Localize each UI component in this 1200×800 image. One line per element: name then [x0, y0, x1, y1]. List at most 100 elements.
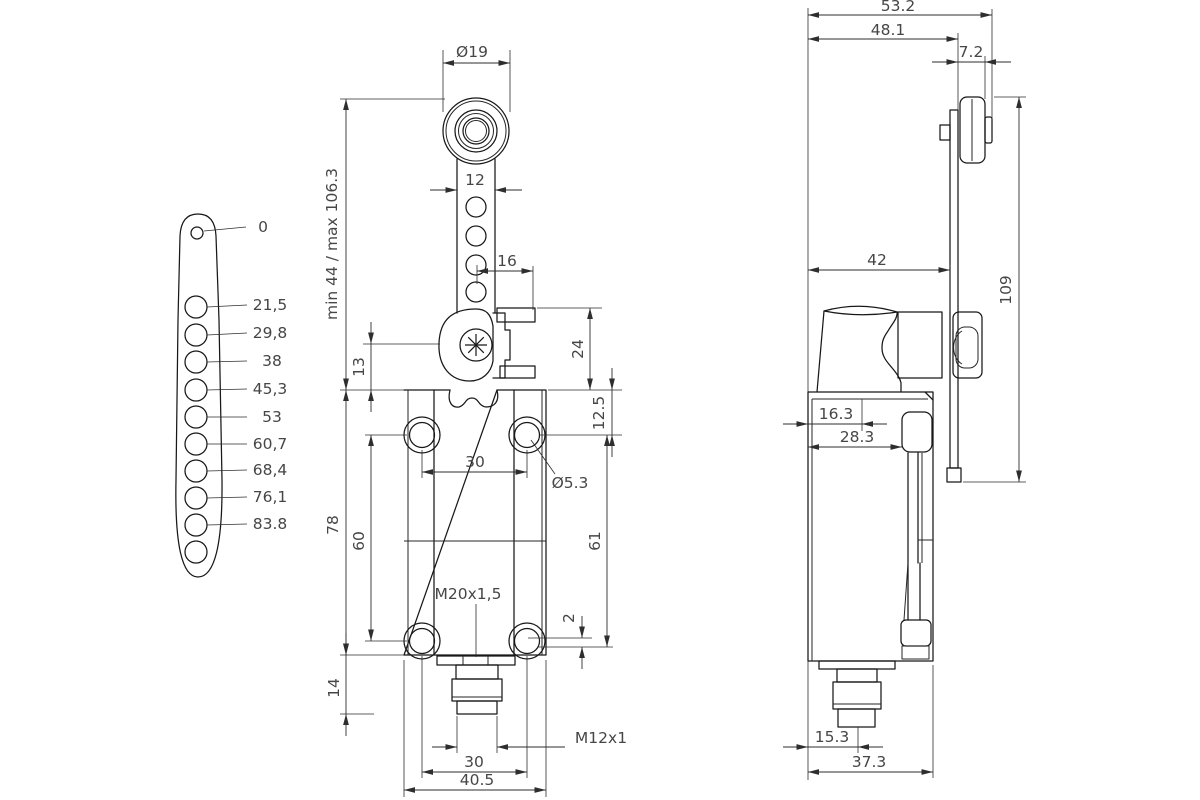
svg-text:M12x1: M12x1 — [575, 729, 627, 747]
svg-text:12.5: 12.5 — [590, 396, 608, 431]
dim-body-height: 78 — [324, 390, 404, 656]
svg-text:109: 109 — [997, 275, 1015, 305]
svg-text:M20x1,5: M20x1,5 — [435, 585, 502, 603]
mount-hole — [408, 627, 436, 655]
svg-text:40.5: 40.5 — [460, 771, 495, 789]
dim-connector-length: 14 — [325, 633, 374, 736]
lever-hole — [184, 295, 208, 319]
svg-text:min 44 / max 106.3: min 44 / max 106.3 — [323, 168, 341, 320]
dim-conduit-center-offset: 16.3 — [783, 399, 887, 431]
svg-text:30: 30 — [465, 453, 485, 471]
svg-text:60: 60 — [350, 531, 368, 551]
lever-label-3: 38 — [262, 352, 282, 370]
dim-head-depth: 42 — [808, 251, 951, 312]
dim-connector-thread: M12x1 — [432, 716, 627, 753]
svg-text:78: 78 — [324, 515, 342, 535]
lever-hole — [184, 540, 208, 564]
lever-hole — [184, 486, 208, 510]
svg-text:42: 42 — [867, 251, 887, 269]
dim-mount-spacing-y-left: 60 — [350, 434, 407, 642]
lever-hole-leaders — [203, 226, 248, 526]
lever-hole — [184, 513, 208, 537]
roller-lip — [984, 116, 993, 144]
svg-text:13: 13 — [350, 357, 368, 377]
mount-hole — [513, 627, 541, 655]
svg-text:2: 2 — [560, 613, 578, 623]
svg-text:12: 12 — [465, 171, 485, 189]
lever-hole-0 — [190, 226, 204, 240]
svg-text:Ø5.3: Ø5.3 — [552, 474, 589, 492]
roller-front — [442, 97, 510, 165]
svg-text:37.3: 37.3 — [852, 753, 887, 771]
plunger-boot — [448, 389, 499, 408]
dim-overall-height: 109 — [963, 96, 1026, 483]
dim-body-width: 40.5 — [403, 660, 547, 797]
clamp-screw-head — [459, 328, 493, 362]
svg-text:14: 14 — [325, 678, 343, 698]
clamp-tab-top — [496, 307, 536, 323]
lever-arm-side — [939, 96, 993, 483]
lever-hole — [184, 405, 208, 429]
lever-label-8: 76,1 — [253, 488, 288, 506]
dim-body-depth: 37.3 — [808, 665, 934, 778]
svg-text:16.3: 16.3 — [819, 405, 854, 423]
dim-clamp-face-offset: 28.3 — [808, 428, 902, 450]
dim-connector-hole-spacing: 30 — [421, 656, 528, 778]
svg-text:15.3: 15.3 — [815, 728, 850, 746]
pivot-clamp-side — [897, 311, 983, 379]
clamp-tab-bottom — [499, 365, 536, 379]
svg-text:48.1: 48.1 — [871, 21, 906, 39]
dim-hole-edge-offset: 2 — [528, 613, 592, 669]
connector-front — [436, 655, 516, 715]
mount-hole — [408, 421, 436, 449]
lever-plate-outline — [175, 213, 223, 578]
clamp-boss-upper — [901, 411, 933, 453]
lever-label-6: 60,7 — [253, 435, 288, 453]
svg-text:Ø19: Ø19 — [456, 43, 488, 61]
mount-hole — [513, 421, 541, 449]
dim-mount-spacing-y-right: 61 — [538, 435, 613, 648]
lever-label-7: 68,4 — [253, 461, 288, 479]
dim-depth-to-lever-face: 48.1 — [808, 21, 959, 110]
side-view: 53.2 48.1 7.2 42 109 — [783, 0, 1026, 780]
lever-plate-detail: 0 21,5 29,8 38 45,3 53 60,7 68,4 76,1 83… — [175, 213, 288, 578]
lever-label-1: 21,5 — [253, 296, 288, 314]
pivot-clamp — [438, 307, 536, 382]
dim-roller-width: 7.2 — [932, 43, 1011, 99]
arm-plate — [949, 109, 959, 469]
lever-label-2: 29,8 — [253, 324, 288, 342]
svg-text:61: 61 — [586, 531, 604, 551]
clamp-boss-lower — [900, 619, 932, 647]
svg-text:24: 24 — [569, 339, 587, 359]
connector-side — [818, 660, 896, 728]
svg-text:28.3: 28.3 — [840, 428, 875, 446]
lever-hole — [184, 459, 208, 483]
lever-hole — [184, 323, 208, 347]
lever-label-5: 53 — [262, 408, 282, 426]
lever-hole — [184, 350, 208, 374]
front-view: Ø19 12 16 min 44 / max 106.3 13 — [323, 43, 627, 797]
svg-text:7.2: 7.2 — [959, 43, 984, 61]
clamp-cap — [952, 311, 983, 379]
dim-mount-hole-dia: Ø5.3 — [530, 439, 589, 492]
arm-plate-foot — [946, 467, 962, 483]
dim-pivot-to-body: 13 — [350, 322, 440, 412]
switch-body-front — [403, 389, 547, 660]
screw-star-icon — [465, 334, 487, 356]
lever-hole — [184, 432, 208, 456]
lever-label-0: 0 — [258, 218, 268, 236]
dim-conduit-thread: M20x1,5 — [435, 585, 502, 657]
lever-hole — [184, 378, 208, 402]
dim-lever-range: min 44 / max 106.3 — [323, 98, 445, 391]
switch-body-side — [807, 391, 934, 662]
clamp-screw-side — [955, 326, 979, 369]
dim-clamp-height: 24 — [537, 307, 622, 391]
dim-mount-spacing-x: 30 — [421, 450, 528, 478]
dim-roller-diameter: Ø19 — [442, 43, 511, 112]
switch-head-side — [816, 305, 902, 393]
dim-body-top-to-hole: 12.5 — [540, 368, 622, 457]
dim-arm-width: 12 — [430, 171, 522, 193]
arm-tab — [939, 124, 951, 141]
